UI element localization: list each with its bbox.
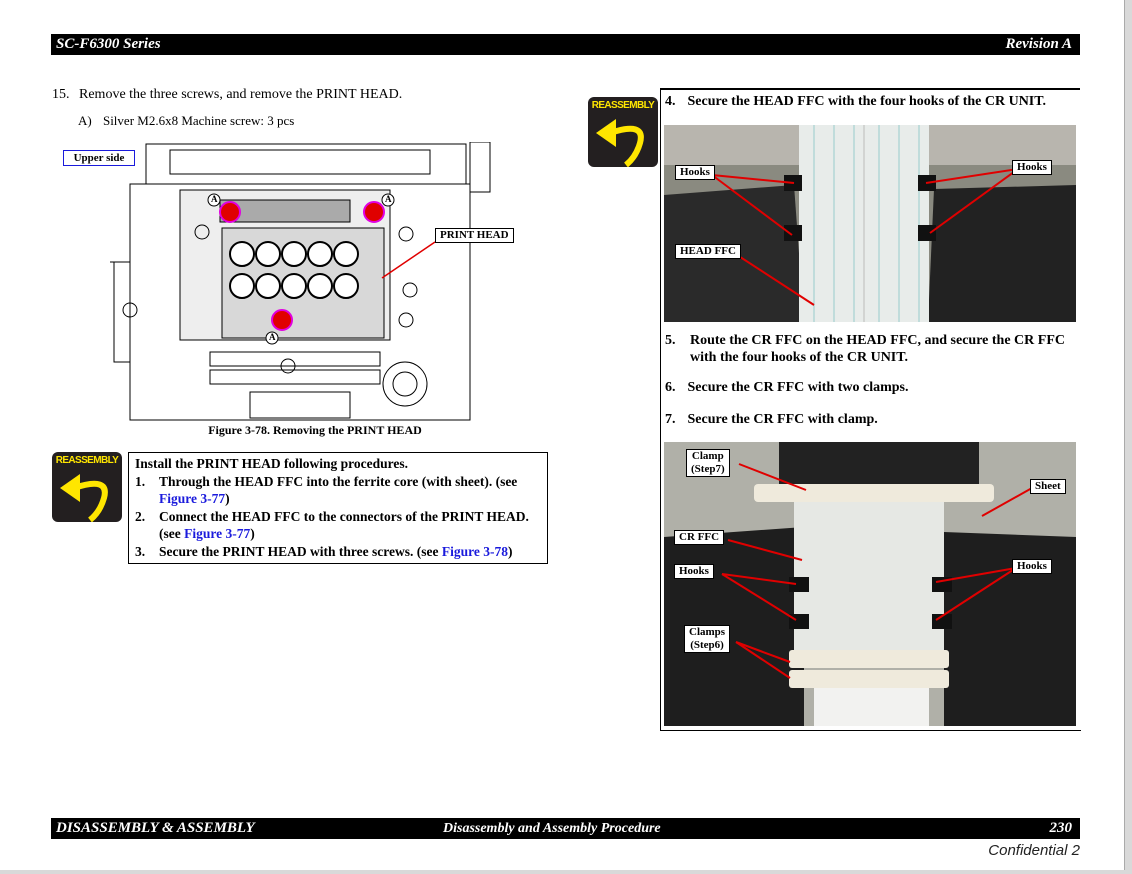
step-number: 5. (665, 333, 676, 348)
footer-bar: DISASSEMBLY & ASSEMBLY Disassembly and A… (51, 818, 1080, 839)
step-number: 15. (52, 87, 70, 102)
item-tail: ) (507, 543, 513, 559)
header-bar: SC-F6300 Series Revision A (51, 34, 1080, 55)
clamp-step7-label: Clamp(Step7) (686, 449, 730, 477)
reassembly-intro: Install the PRINT HEAD following procedu… (135, 456, 409, 471)
return-arrow-icon (596, 119, 644, 167)
photo-cr-ffc-clamps (664, 442, 1076, 726)
head-ffc-label: HEAD FFC (675, 244, 741, 259)
substep-a: A) Silver M2.6x8 Machine screw: 3 pcs (78, 113, 294, 129)
label-line: (Step6) (690, 639, 724, 651)
step-text: Secure the CR FFC with clamp. (687, 412, 878, 427)
substep-number: A) (78, 113, 92, 128)
step-5: 5. Route the CR FFC on the HEAD FFC, and … (665, 332, 1075, 366)
upper-side-label: Upper side (63, 150, 135, 166)
item-text: Through the HEAD FFC into the ferrite co… (159, 473, 518, 489)
item-text: Secure the PRINT HEAD with three screws.… (159, 543, 442, 559)
hooks-label: Hooks (675, 165, 715, 180)
figure-3-78-link[interactable]: Figure 3-78 (441, 543, 508, 559)
step-text: Route the CR FFC on the HEAD FFC, and se… (690, 333, 1065, 365)
marker-a: A (385, 194, 392, 204)
label-line: Clamps (689, 626, 726, 638)
confidential-label: Confidential 2 (988, 842, 1080, 859)
cr-ffc-label: CR FFC (674, 530, 725, 545)
item-number: 3. (135, 543, 146, 559)
step-number: 6. (665, 380, 676, 395)
label-line: Clamp (691, 450, 724, 462)
step-4: 4. Secure the HEAD FFC with the four hook… (665, 94, 1046, 110)
figure-3-77-link[interactable]: Figure 3-77 (159, 491, 226, 506)
item-tail: ) (225, 491, 230, 506)
step-text: Secure the CR FFC with two clamps. (687, 380, 909, 395)
item-text: Connect the HEAD FFC to the connectors o… (159, 508, 529, 542)
item-number: 2. (135, 508, 146, 524)
step-text: Remove the three screws, and remove the … (79, 87, 403, 102)
reassembly-icon: REASSEMBLY (52, 452, 122, 522)
hooks-label: Hooks (1012, 559, 1052, 574)
page-edge-right (1124, 0, 1132, 874)
header-title: SC-F6300 Series (56, 36, 161, 52)
substep-text: Silver M2.6x8 Machine screw: 3 pcs (102, 113, 295, 128)
marker-a: A (269, 332, 276, 342)
step-number: 7. (665, 412, 676, 427)
photo-head-ffc-hooks (664, 125, 1076, 322)
print-head-diagram (110, 142, 491, 421)
step-text: Secure the HEAD FFC with the four hooks … (687, 94, 1047, 109)
print-head-label: PRINT HEAD (435, 228, 514, 243)
hooks-label: Hooks (1012, 160, 1052, 175)
page-number: 230 (1049, 820, 1073, 836)
reassembly-item-1: 1. Through the HEAD FFC into the ferrite … (135, 473, 541, 508)
clamps-step6-label: Clamps(Step6) (684, 625, 731, 653)
hooks-label: Hooks (674, 564, 714, 579)
reassembly-right-box (660, 88, 1081, 731)
footer-section: DISASSEMBLY & ASSEMBLY (56, 820, 255, 836)
figure-3-77-link[interactable]: Figure 3-77 (184, 526, 251, 541)
step-6: 6. Secure the CR FFC with two clamps. (665, 380, 909, 396)
reassembly-item-2: 2. Connect the HEAD FFC to the connectors… (135, 508, 541, 543)
reassembly-icon-label: REASSEMBLY (55, 455, 119, 466)
step-number: 4. (665, 94, 676, 109)
step-15: 15. Remove the three screws, and remove … (52, 87, 402, 103)
step-7: 7. Secure the CR FFC with clamp. (665, 412, 878, 428)
figure-caption: Figure 3-78. Removing the PRINT HEAD (208, 423, 422, 437)
reassembly-icon-label: REASSEMBLY (591, 100, 655, 111)
page-edge-bottom (0, 870, 1132, 874)
footer-chapter: Disassembly and Assembly Procedure (443, 821, 661, 836)
label-line: (Step7) (691, 463, 725, 475)
reassembly-item-3: 3. Secure the PRINT HEAD with three screw… (135, 543, 541, 561)
return-arrow-icon (60, 474, 108, 522)
reassembly-box: Install the PRINT HEAD following procedu… (128, 452, 548, 564)
marker-a: A (211, 194, 218, 204)
item-number: 1. (135, 473, 146, 489)
header-revision: Revision A (1005, 36, 1072, 52)
item-tail: ) (250, 526, 255, 541)
sheet-label: Sheet (1030, 479, 1066, 494)
reassembly-icon: REASSEMBLY (588, 97, 658, 167)
